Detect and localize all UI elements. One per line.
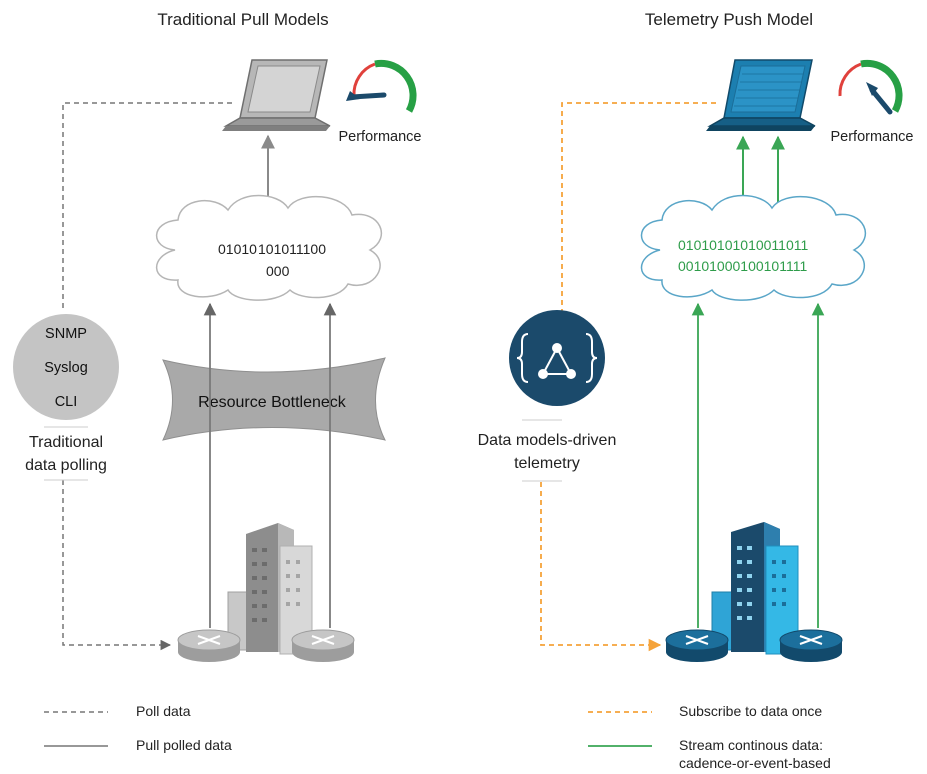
protocol-snmp: SNMP — [45, 326, 87, 342]
data-model-icon — [509, 310, 605, 406]
legend-pull-label: Pull polled data — [136, 737, 232, 753]
polling-caption-line2: data polling — [25, 457, 107, 474]
protocol-cli: CLI — [55, 394, 78, 410]
protocol-circle — [13, 314, 119, 420]
bottleneck-label: Resource Bottleneck — [198, 394, 347, 411]
poll-dashed-path — [62, 102, 232, 312]
cloud-stream-line2: 00101000100101111 — [678, 258, 807, 274]
protocol-syslog: Syslog — [44, 360, 88, 376]
polling-caption-line1: Traditional — [29, 434, 103, 451]
laptop-icon — [222, 59, 331, 131]
legend-stream-label-line1: Stream continous data: — [679, 737, 823, 753]
legend: Poll data Pull polled data Subscribe to … — [44, 703, 831, 771]
performance-gauge-icon — [838, 59, 903, 115]
building-icon — [711, 522, 799, 655]
performance-label: Performance — [338, 129, 421, 145]
telemetry-caption-line1: Data models-driven — [478, 432, 617, 449]
data-cloud-shape — [640, 194, 866, 301]
legend-poll-label: Poll data — [136, 703, 191, 719]
performance-gauge-icon — [346, 59, 417, 113]
telemetry-caption-line2: telemetry — [514, 455, 580, 472]
subscribe-dashed-path — [561, 102, 716, 312]
data-cloud-shape — [155, 194, 382, 301]
router-icon-left — [665, 629, 729, 662]
poll-dashed-path-lower — [62, 480, 172, 651]
router-icon-right — [779, 629, 843, 662]
cloud-binary-text-a: 01010 — [218, 241, 257, 257]
router-icon-left — [177, 629, 241, 662]
legend-subscribe-label: Subscribe to data once — [679, 703, 822, 719]
router-icon-right — [291, 629, 355, 662]
laptop-icon — [706, 59, 816, 131]
cloud-stream-line1: 01010101010011011 — [678, 237, 809, 253]
left-panel-title: Traditional Pull Models — [157, 10, 328, 29]
legend-stream-label-line2: cadence-or-event-based — [679, 755, 831, 771]
subscribe-dashed-path-lower — [540, 482, 662, 652]
cloud-binary-text-c: 000 — [266, 263, 290, 279]
right-panel-title: Telemetry Push Model — [645, 10, 813, 29]
performance-label: Performance — [830, 129, 913, 145]
cloud-binary-text-b: 101011100 — [258, 241, 326, 257]
